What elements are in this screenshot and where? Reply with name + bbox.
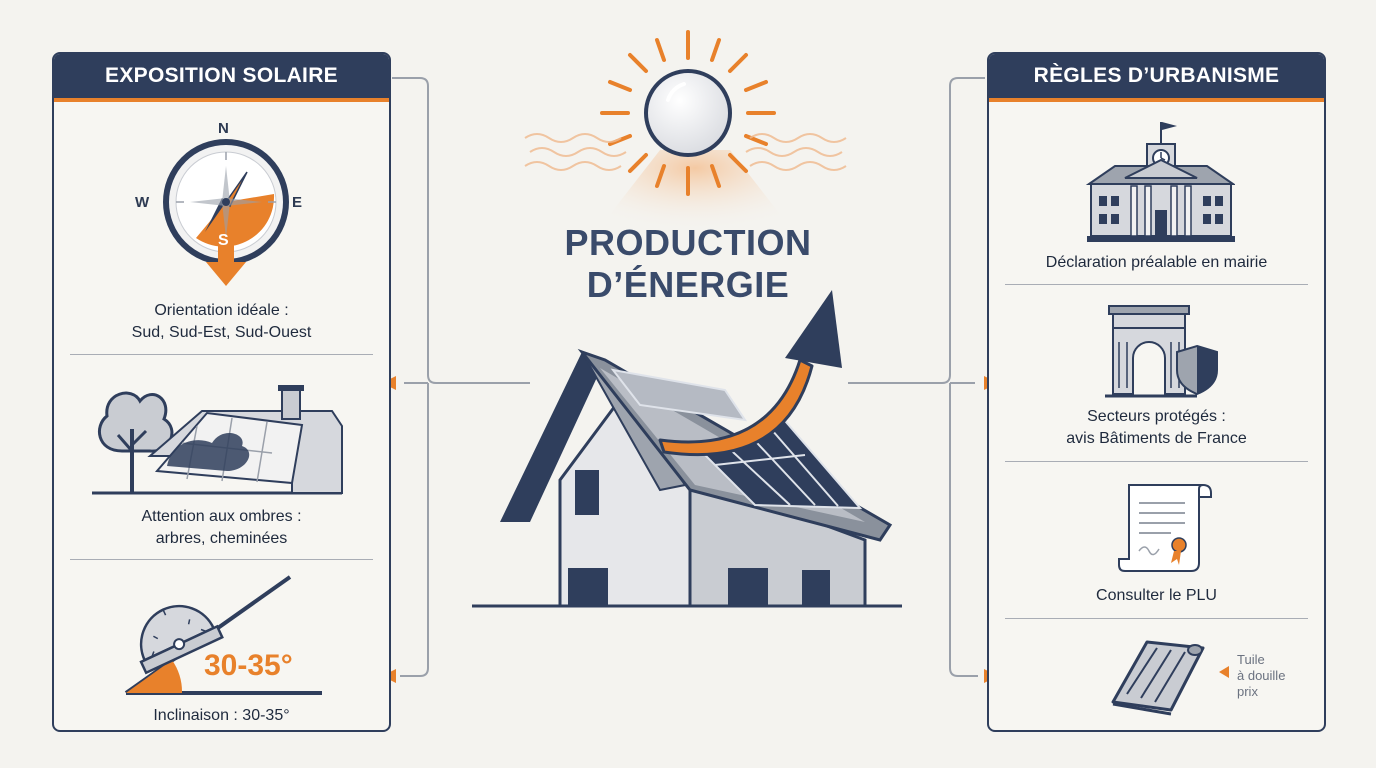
tile-note-line-1: Tuile bbox=[1237, 652, 1265, 667]
roof-tile-icon bbox=[1111, 640, 1205, 716]
section-orientation: N S W E Orientation idéale : Sud, Sud-Es… bbox=[54, 106, 389, 356]
inclination-caption: Inclinaison : 30-35° bbox=[153, 707, 290, 724]
town-hall-icon bbox=[1085, 122, 1235, 242]
certificate-scroll-icon bbox=[1118, 484, 1212, 572]
tile-note-line-2: à douille bbox=[1237, 668, 1286, 683]
panel-header-exposition: EXPOSITION SOLAIRE bbox=[54, 54, 389, 102]
house-illustration bbox=[472, 290, 902, 608]
plu-caption: Consulter le PLU bbox=[1096, 587, 1217, 604]
compass-icon bbox=[163, 139, 289, 286]
protected-caption-line-1: Secteurs protégés : bbox=[1087, 408, 1226, 425]
section-plu: Consulter le PLU bbox=[989, 463, 1324, 618]
shade-caption-line-2: arbres, cheminées bbox=[155, 530, 288, 547]
orientation-caption-line-2: Sud, Sud-Est, Sud-Ouest bbox=[131, 324, 312, 341]
divider-right-1 bbox=[1005, 284, 1308, 285]
divider-right-3 bbox=[1005, 618, 1308, 619]
protractor-angle-icon bbox=[124, 575, 322, 695]
compass-east-label: E bbox=[292, 194, 303, 211]
tile-note-line-3: prix bbox=[1237, 684, 1258, 699]
panel-header-urbanisme: RÈGLES D’URBANISME bbox=[989, 54, 1324, 102]
panel-exposition-solaire: EXPOSITION SOLAIRE N S W E Orientation i… bbox=[52, 52, 391, 732]
arc-de-triomphe-shield-icon bbox=[1105, 305, 1218, 398]
declaration-caption: Déclaration préalable en mairie bbox=[1045, 254, 1268, 271]
protected-caption-line-2: avis Bâtiments de France bbox=[1066, 430, 1247, 447]
section-declaration: Déclaration préalable en mairie bbox=[989, 106, 1324, 284]
sun-icon bbox=[524, 30, 847, 240]
section-tile: Tuile à douille prix bbox=[989, 620, 1324, 730]
main-title-line-2: D’ÉNERGIE bbox=[586, 264, 790, 305]
angle-value-label: 30-35° bbox=[204, 649, 293, 682]
shade-caption-line-1: Attention aux ombres : bbox=[141, 508, 302, 525]
orientation-caption-line-1: Orientation idéale : bbox=[154, 302, 289, 319]
divider-left-2 bbox=[70, 559, 373, 560]
compass-west-label: W bbox=[135, 194, 150, 211]
compass-south-label: S bbox=[218, 232, 229, 249]
section-protected: Secteurs protégés : avis Bâtiments de Fr… bbox=[989, 286, 1324, 461]
small-arrow-icon bbox=[1219, 666, 1229, 678]
tree-and-roof-shade-icon bbox=[92, 385, 343, 495]
main-title-line-1: PRODUCTION bbox=[564, 222, 812, 263]
compass-north-label: N bbox=[218, 120, 229, 137]
section-shade: Attention aux ombres : arbres, cheminées bbox=[54, 356, 389, 561]
section-inclination: 30-35° Inclinaison : 30-35° bbox=[54, 561, 389, 730]
divider-right-2 bbox=[1005, 461, 1308, 462]
divider-left-1 bbox=[70, 354, 373, 355]
panel-regles-urbanisme: RÈGLES D’URBANISME bbox=[987, 52, 1326, 732]
